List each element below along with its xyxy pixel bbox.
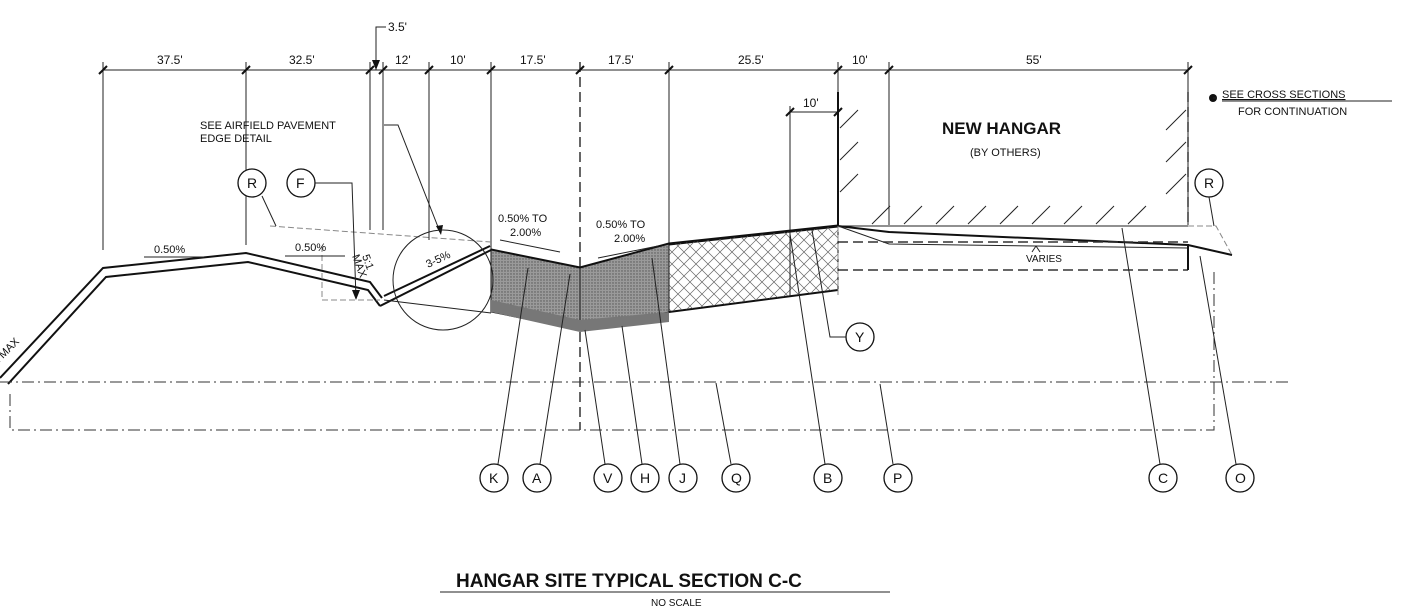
callout-h-label: H (640, 470, 650, 486)
callout-c: C (1121, 227, 1178, 493)
dim-55: 55' (1026, 53, 1042, 67)
callout-q-label: Q (731, 470, 742, 486)
dimension-ticks (98, 65, 1193, 75)
slope-label-4: 3-5% (424, 249, 453, 271)
callout-f-label: F (296, 175, 305, 191)
dimension-string: 37.5' 32.5' 12' 10' 17.5' 17.5' 25.5' 10… (98, 20, 1193, 430)
callout-k-label: K (489, 470, 499, 486)
callout-v: V (584, 329, 623, 493)
note-pavement-edge: SEE AIRFIELD PAVEMENT EDGE DETAIL (200, 120, 443, 235)
dim-32-5: 32.5' (289, 53, 315, 67)
callout-p: P (879, 383, 913, 493)
slope-label-5a: 0.50% TO (498, 213, 548, 225)
slope-label-5b: 2.00% (510, 227, 541, 239)
slope-label-2: 0.50% (295, 242, 326, 254)
callout-k: K (479, 267, 529, 493)
hangar-label: NEW HANGAR (942, 119, 1061, 138)
note-cross-sections: SEE CROSS SECTIONS FOR CONTINUATION (1209, 89, 1392, 118)
drawing-title: HANGAR SITE TYPICAL SECTION C-C NO SCALE (440, 571, 890, 609)
dim-17-5a: 17.5' (520, 53, 546, 67)
callout-f: F (286, 168, 360, 300)
slope-label-1: 0.50% (154, 244, 185, 256)
callout-v-label: V (603, 470, 613, 486)
callout-o-label: O (1235, 470, 1246, 486)
varies-label: VARIES (1026, 254, 1062, 265)
dim-12: 12' (395, 53, 411, 67)
callout-r-right: R (1194, 168, 1224, 227)
title-sub: NO SCALE (651, 598, 702, 609)
note-cross-sections-line1: SEE CROSS SECTIONS (1222, 89, 1345, 101)
callout-c-label: C (1158, 470, 1168, 486)
dim-10a: 10' (450, 53, 466, 67)
note-pavement-edge-line2: EDGE DETAIL (200, 133, 272, 145)
slope-labels: 0.50% 0.50% 5:1 MAX 3-5% 0.50% TO 2.00% … (0, 213, 659, 374)
dim-17-5b: 17.5' (608, 53, 634, 67)
callout-y-label: Y (855, 329, 865, 345)
slope-label-7: 4:1 MAX (0, 335, 22, 374)
note-cross-sections-line2: FOR CONTINUATION (1238, 106, 1347, 118)
dim-10b: 10' (852, 53, 868, 67)
dim-25-5: 25.5' (738, 53, 764, 67)
callout-a-label: A (532, 470, 542, 486)
dim-10-inner: 10' (803, 96, 819, 110)
floor-hatching (871, 205, 1147, 225)
slope-label-6a: 0.50% TO (596, 219, 646, 231)
dim-37-5: 37.5' (157, 53, 183, 67)
callout-y: Y (811, 229, 875, 352)
title-main: HANGAR SITE TYPICAL SECTION C-C (456, 571, 802, 592)
callout-p-label: P (893, 470, 902, 486)
callout-j: J (651, 257, 698, 493)
callout-b-label: B (823, 470, 832, 486)
callout-b: B (789, 233, 843, 493)
shaded-base-layer (491, 300, 669, 332)
hangar-sublabel: (BY OTHERS) (970, 147, 1041, 159)
callouts: R F R Y K A (237, 168, 1255, 493)
callout-r-left-label: R (247, 175, 257, 191)
callout-q: Q (715, 382, 751, 493)
crosshatch-pavement (668, 225, 839, 313)
pavement-sections (490, 225, 839, 332)
callout-r-left: R (237, 168, 277, 227)
reference-lines (0, 225, 1290, 431)
slope-label-6b: 2.00% (614, 233, 645, 245)
callout-h: H (621, 325, 660, 493)
callout-o: O (1199, 255, 1255, 493)
hangar-outline: NEW HANGAR (BY OTHERS) (837, 92, 1189, 227)
callout-a: A (522, 273, 571, 493)
dim-3-5: 3.5' (388, 20, 407, 34)
callout-j-label: J (679, 470, 686, 486)
callout-r-right-label: R (1204, 175, 1214, 191)
slope-label-3: 5:1 (359, 253, 376, 271)
note-pavement-edge-line1: SEE AIRFIELD PAVEMENT (200, 120, 336, 132)
detail-circle (392, 229, 494, 331)
